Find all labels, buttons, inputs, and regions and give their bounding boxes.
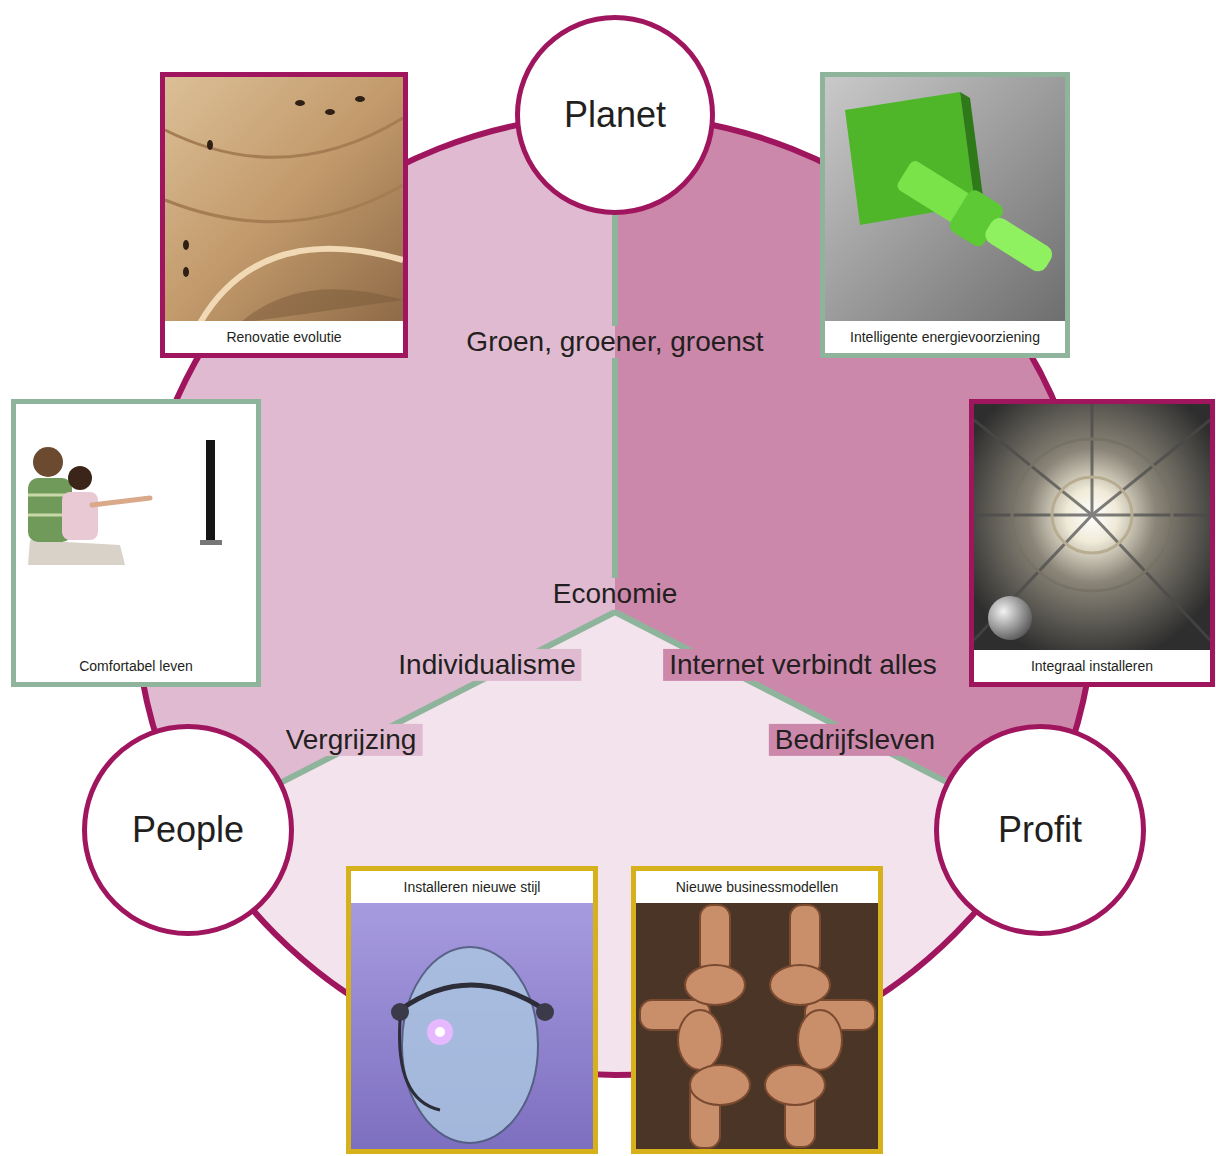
wood-ground bbox=[165, 77, 403, 323]
plug-photo bbox=[825, 77, 1065, 323]
photo-caption: Integraal installeren bbox=[974, 650, 1210, 682]
sector-upper-right bbox=[615, 0, 1216, 1156]
photo-card: Integraal installeren bbox=[969, 399, 1215, 687]
headset-band bbox=[400, 985, 545, 1010]
wood-shadow bbox=[240, 289, 403, 323]
theme-circle: Planet bbox=[515, 15, 715, 215]
couple-photo bbox=[16, 404, 256, 652]
tunnel-rib bbox=[1091, 404, 1094, 515]
wood-photo bbox=[165, 77, 403, 323]
plug-cable bbox=[982, 214, 1056, 275]
socket-plate bbox=[845, 92, 975, 225]
tunnel-photo bbox=[974, 404, 1210, 652]
violet-ground bbox=[351, 901, 593, 1151]
trend-label: Individualisme bbox=[392, 649, 581, 681]
plug-body bbox=[892, 153, 1062, 284]
man-head bbox=[33, 447, 63, 477]
circle-shape bbox=[937, 727, 1144, 934]
headset-ear bbox=[391, 1003, 409, 1021]
photo-caption: Comfortabel leven bbox=[16, 650, 256, 682]
hands-photo bbox=[636, 901, 878, 1151]
tunnel-rib bbox=[974, 515, 1092, 640]
tunnel-ribs bbox=[974, 404, 1210, 640]
cyborg-photo bbox=[351, 901, 593, 1151]
photo-card: Renovatie evolutie bbox=[160, 72, 408, 358]
hand bbox=[690, 1065, 750, 1105]
theme-name: Profit bbox=[998, 809, 1082, 850]
tunnel-rib bbox=[974, 420, 1092, 515]
dark-ground bbox=[636, 901, 878, 1151]
glass-head bbox=[402, 947, 538, 1143]
tunnel-ring bbox=[1052, 477, 1132, 553]
trend-label: Vergrijzing bbox=[280, 724, 423, 756]
circle-shape bbox=[518, 18, 713, 213]
tv-screen bbox=[206, 440, 215, 540]
tv-stand bbox=[200, 540, 222, 545]
headset-ear bbox=[536, 1003, 554, 1021]
hand bbox=[798, 1010, 842, 1070]
sector-upper-left bbox=[0, 0, 615, 1156]
photo-card: Nieuwe businessmodellen bbox=[631, 866, 883, 1154]
wood-hole bbox=[355, 96, 365, 102]
theme-name: People bbox=[132, 809, 244, 850]
tunnel-ground bbox=[974, 404, 1210, 652]
photo-card: Installeren nieuwe stijl bbox=[346, 866, 598, 1154]
photo-caption: Nieuwe businessmodellen bbox=[636, 871, 878, 903]
woman-shirt bbox=[62, 492, 98, 540]
sphere bbox=[988, 596, 1032, 640]
photo-card: Intelligente energievoorziening bbox=[820, 72, 1070, 358]
theme-circle: People bbox=[82, 724, 294, 936]
tunnel-rib bbox=[1092, 514, 1210, 517]
hand bbox=[770, 965, 830, 1005]
tunnel-ring bbox=[1012, 439, 1172, 591]
wood-curve bbox=[165, 118, 403, 157]
wall-ground bbox=[825, 77, 1065, 323]
photo-ground bbox=[16, 404, 256, 652]
wood-hole bbox=[295, 100, 305, 106]
legs bbox=[28, 540, 125, 565]
wood-hole bbox=[183, 267, 189, 277]
photo-caption: Installeren nieuwe stijl bbox=[351, 871, 593, 903]
trend-label: Bedrijfsleven bbox=[769, 724, 941, 756]
trend-label: Groen, groener, groenst bbox=[460, 326, 769, 358]
arm bbox=[92, 498, 150, 505]
hand bbox=[685, 965, 745, 1005]
wood-hole bbox=[207, 140, 213, 150]
hand bbox=[678, 1010, 722, 1070]
photo-caption: Intelligente energievoorziening bbox=[825, 321, 1065, 353]
circle-shape bbox=[85, 727, 292, 934]
photo-card: Comfortabel leven bbox=[11, 399, 261, 687]
theme-circle: Profit bbox=[934, 724, 1146, 936]
glowing-eye bbox=[427, 1019, 453, 1045]
eye-core bbox=[435, 1027, 445, 1037]
arms bbox=[640, 905, 875, 1148]
tunnel-rib bbox=[1092, 420, 1210, 515]
wood-curve bbox=[165, 185, 403, 222]
woman-head bbox=[68, 466, 92, 490]
wood-curve bbox=[200, 249, 403, 323]
wood-hole bbox=[325, 109, 335, 115]
hand bbox=[765, 1065, 825, 1105]
trend-label: Economie bbox=[547, 578, 684, 610]
photo-caption: Renovatie evolutie bbox=[165, 321, 403, 353]
trend-label: Internet verbindt alles bbox=[663, 649, 943, 681]
tunnel-rib bbox=[974, 514, 1092, 517]
theme-name: Planet bbox=[564, 94, 666, 135]
tunnel-rib bbox=[1092, 515, 1210, 640]
wood-hole bbox=[183, 240, 189, 250]
